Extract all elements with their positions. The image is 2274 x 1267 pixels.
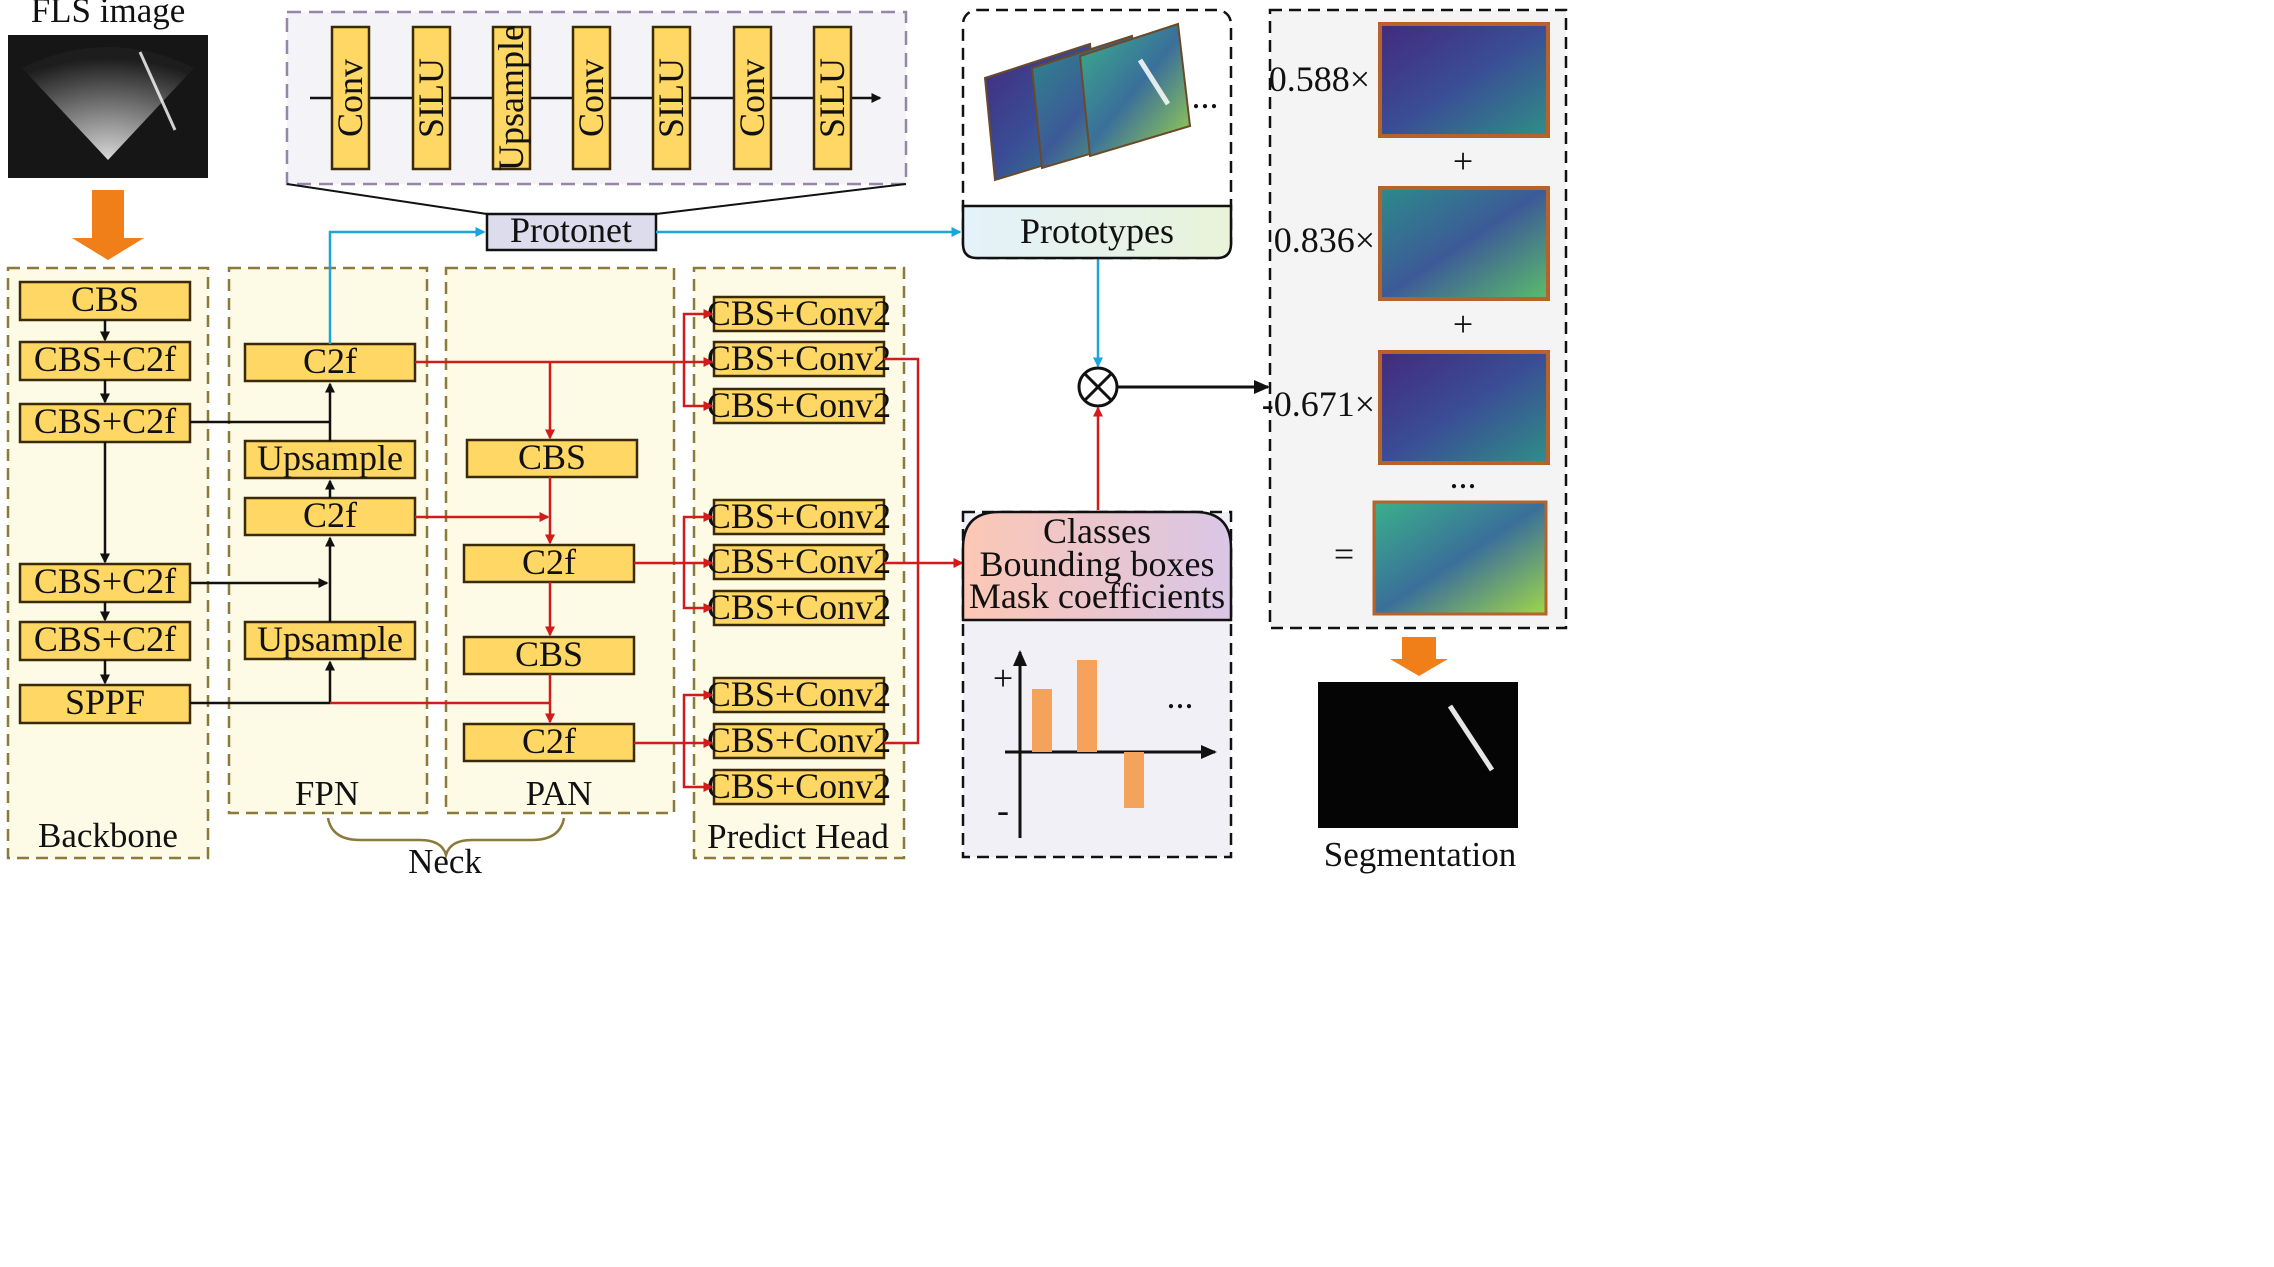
chart-minus-label: -: [997, 790, 1009, 830]
prototypes-ellipsis: ...: [1192, 76, 1219, 116]
backbone-block-c2f-1: CBS+C2f: [34, 339, 176, 379]
backbone-title: Backbone: [38, 816, 178, 855]
coefficient-2: 0.836×: [1274, 220, 1375, 260]
combination-plus-1: +: [1453, 141, 1473, 181]
coefficient-1: 0.588×: [1269, 59, 1370, 99]
down-arrow-icon: [1390, 637, 1448, 676]
protonet-section: Conv SILU Upsample Conv SILU Conv SILU P…: [285, 10, 908, 252]
protonet-layer-silu-2: SILU: [651, 58, 691, 138]
combination-panel: 0.588× + 0.836× + -0.671× ... =: [1262, 8, 1568, 630]
chart-ellipsis: ...: [1167, 676, 1194, 716]
head-title: Predict Head: [707, 817, 889, 856]
head-block-7: CBS+Conv2: [707, 674, 891, 714]
backbone-block-c2f-3: CBS+C2f: [34, 561, 176, 601]
chart-plus-label: +: [993, 658, 1013, 698]
backbone-block-c2f-2: CBS+C2f: [34, 401, 176, 441]
fpn-block-upsample-1: Upsample: [257, 438, 403, 478]
segmentation-mask: [1318, 682, 1518, 828]
coefficient-chart: + - ...: [993, 650, 1217, 838]
fls-image: [8, 35, 208, 178]
combination-dots: ...: [1450, 456, 1477, 496]
protonet-layer-conv-3: Conv: [732, 59, 772, 137]
protonet-label: Protonet: [510, 210, 632, 250]
pan-blocks: CBS C2f CBS C2f: [462, 437, 639, 763]
output-bounding-boxes: Bounding boxes: [979, 544, 1214, 584]
protonet-layer-silu-3: SILU: [812, 58, 852, 138]
protonet-layer-silu-1: SILU: [411, 58, 451, 138]
input-section: FLS image: [8, 0, 208, 260]
output-mask-coefficients: Mask coefficients: [969, 576, 1225, 616]
protonet-layer-conv-2: Conv: [571, 59, 611, 137]
head-block-1: CBS+Conv2: [707, 293, 891, 333]
pan-title: PAN: [526, 774, 593, 813]
protonet-layer-upsample: Upsample: [491, 25, 531, 171]
pan-block-c2f-1: C2f: [522, 542, 576, 582]
head-blocks: CBS+Conv2 CBS+Conv2 CBS+Conv2 CBS+Conv2 …: [707, 293, 891, 806]
black-arrows: [100, 320, 335, 705]
head-block-3: CBS+Conv2: [707, 385, 891, 425]
head-block-8: CBS+Conv2: [707, 720, 891, 760]
coefficient-bar-1: [1032, 689, 1052, 752]
red-arrows: [330, 309, 1103, 792]
head-block-2: CBS+Conv2: [707, 338, 891, 378]
protonet-layers: Conv SILU Upsample Conv SILU Conv SILU: [330, 25, 853, 171]
prototype-maps: [983, 22, 1192, 182]
prototypes-label: Prototypes: [1020, 211, 1174, 251]
input-label: FLS image: [31, 0, 186, 30]
neck-label: Neck: [408, 842, 482, 881]
protonet-layer-conv-1: Conv: [330, 59, 370, 137]
head-block-9: CBS+Conv2: [707, 766, 891, 806]
fpn-block-upsample-2: Upsample: [257, 619, 403, 659]
combination-equals: =: [1334, 534, 1354, 574]
down-arrow-icon: [72, 190, 144, 260]
neck-brace: [326, 817, 566, 860]
combination-plus-2: +: [1453, 304, 1473, 344]
coefficient-3: -0.671×: [1262, 384, 1375, 424]
pan-block-cbs-1: CBS: [518, 437, 586, 477]
backbone-block-c2f-4: CBS+C2f: [34, 619, 176, 659]
coefficient-bar-2: [1077, 660, 1097, 752]
pan-block-c2f-2: C2f: [522, 721, 576, 761]
head-block-6: CBS+Conv2: [707, 587, 891, 627]
output-classes: Classes: [1043, 511, 1151, 551]
backbone-block-cbs: CBS: [71, 279, 139, 319]
fpn-title: FPN: [295, 774, 359, 813]
fpn-blocks: C2f Upsample C2f Upsample: [243, 341, 417, 661]
segmentation-section: Segmentation: [1318, 637, 1518, 874]
backbone-blocks: CBS CBS+C2f CBS+C2f CBS+C2f CBS+C2f SPPF: [18, 279, 192, 725]
output-box: Classes Bounding boxes Mask coefficients…: [961, 510, 1233, 859]
pan-group: [444, 266, 676, 815]
head-block-4: CBS+Conv2: [707, 496, 891, 536]
blue-arrows: [328, 227, 1103, 368]
pan-block-cbs-2: CBS: [515, 634, 583, 674]
head-block-5: CBS+Conv2: [707, 541, 891, 581]
fpn-block-c2f-1: C2f: [303, 341, 357, 381]
multiply-icon: [1077, 366, 1119, 408]
fpn-block-c2f-2: C2f: [303, 495, 357, 535]
prototypes-section: ... Prototypes: [961, 8, 1233, 260]
coefficient-bar-3: [1124, 752, 1144, 808]
segmentation-label: Segmentation: [1324, 835, 1516, 874]
backbone-block-sppf: SPPF: [65, 682, 145, 722]
